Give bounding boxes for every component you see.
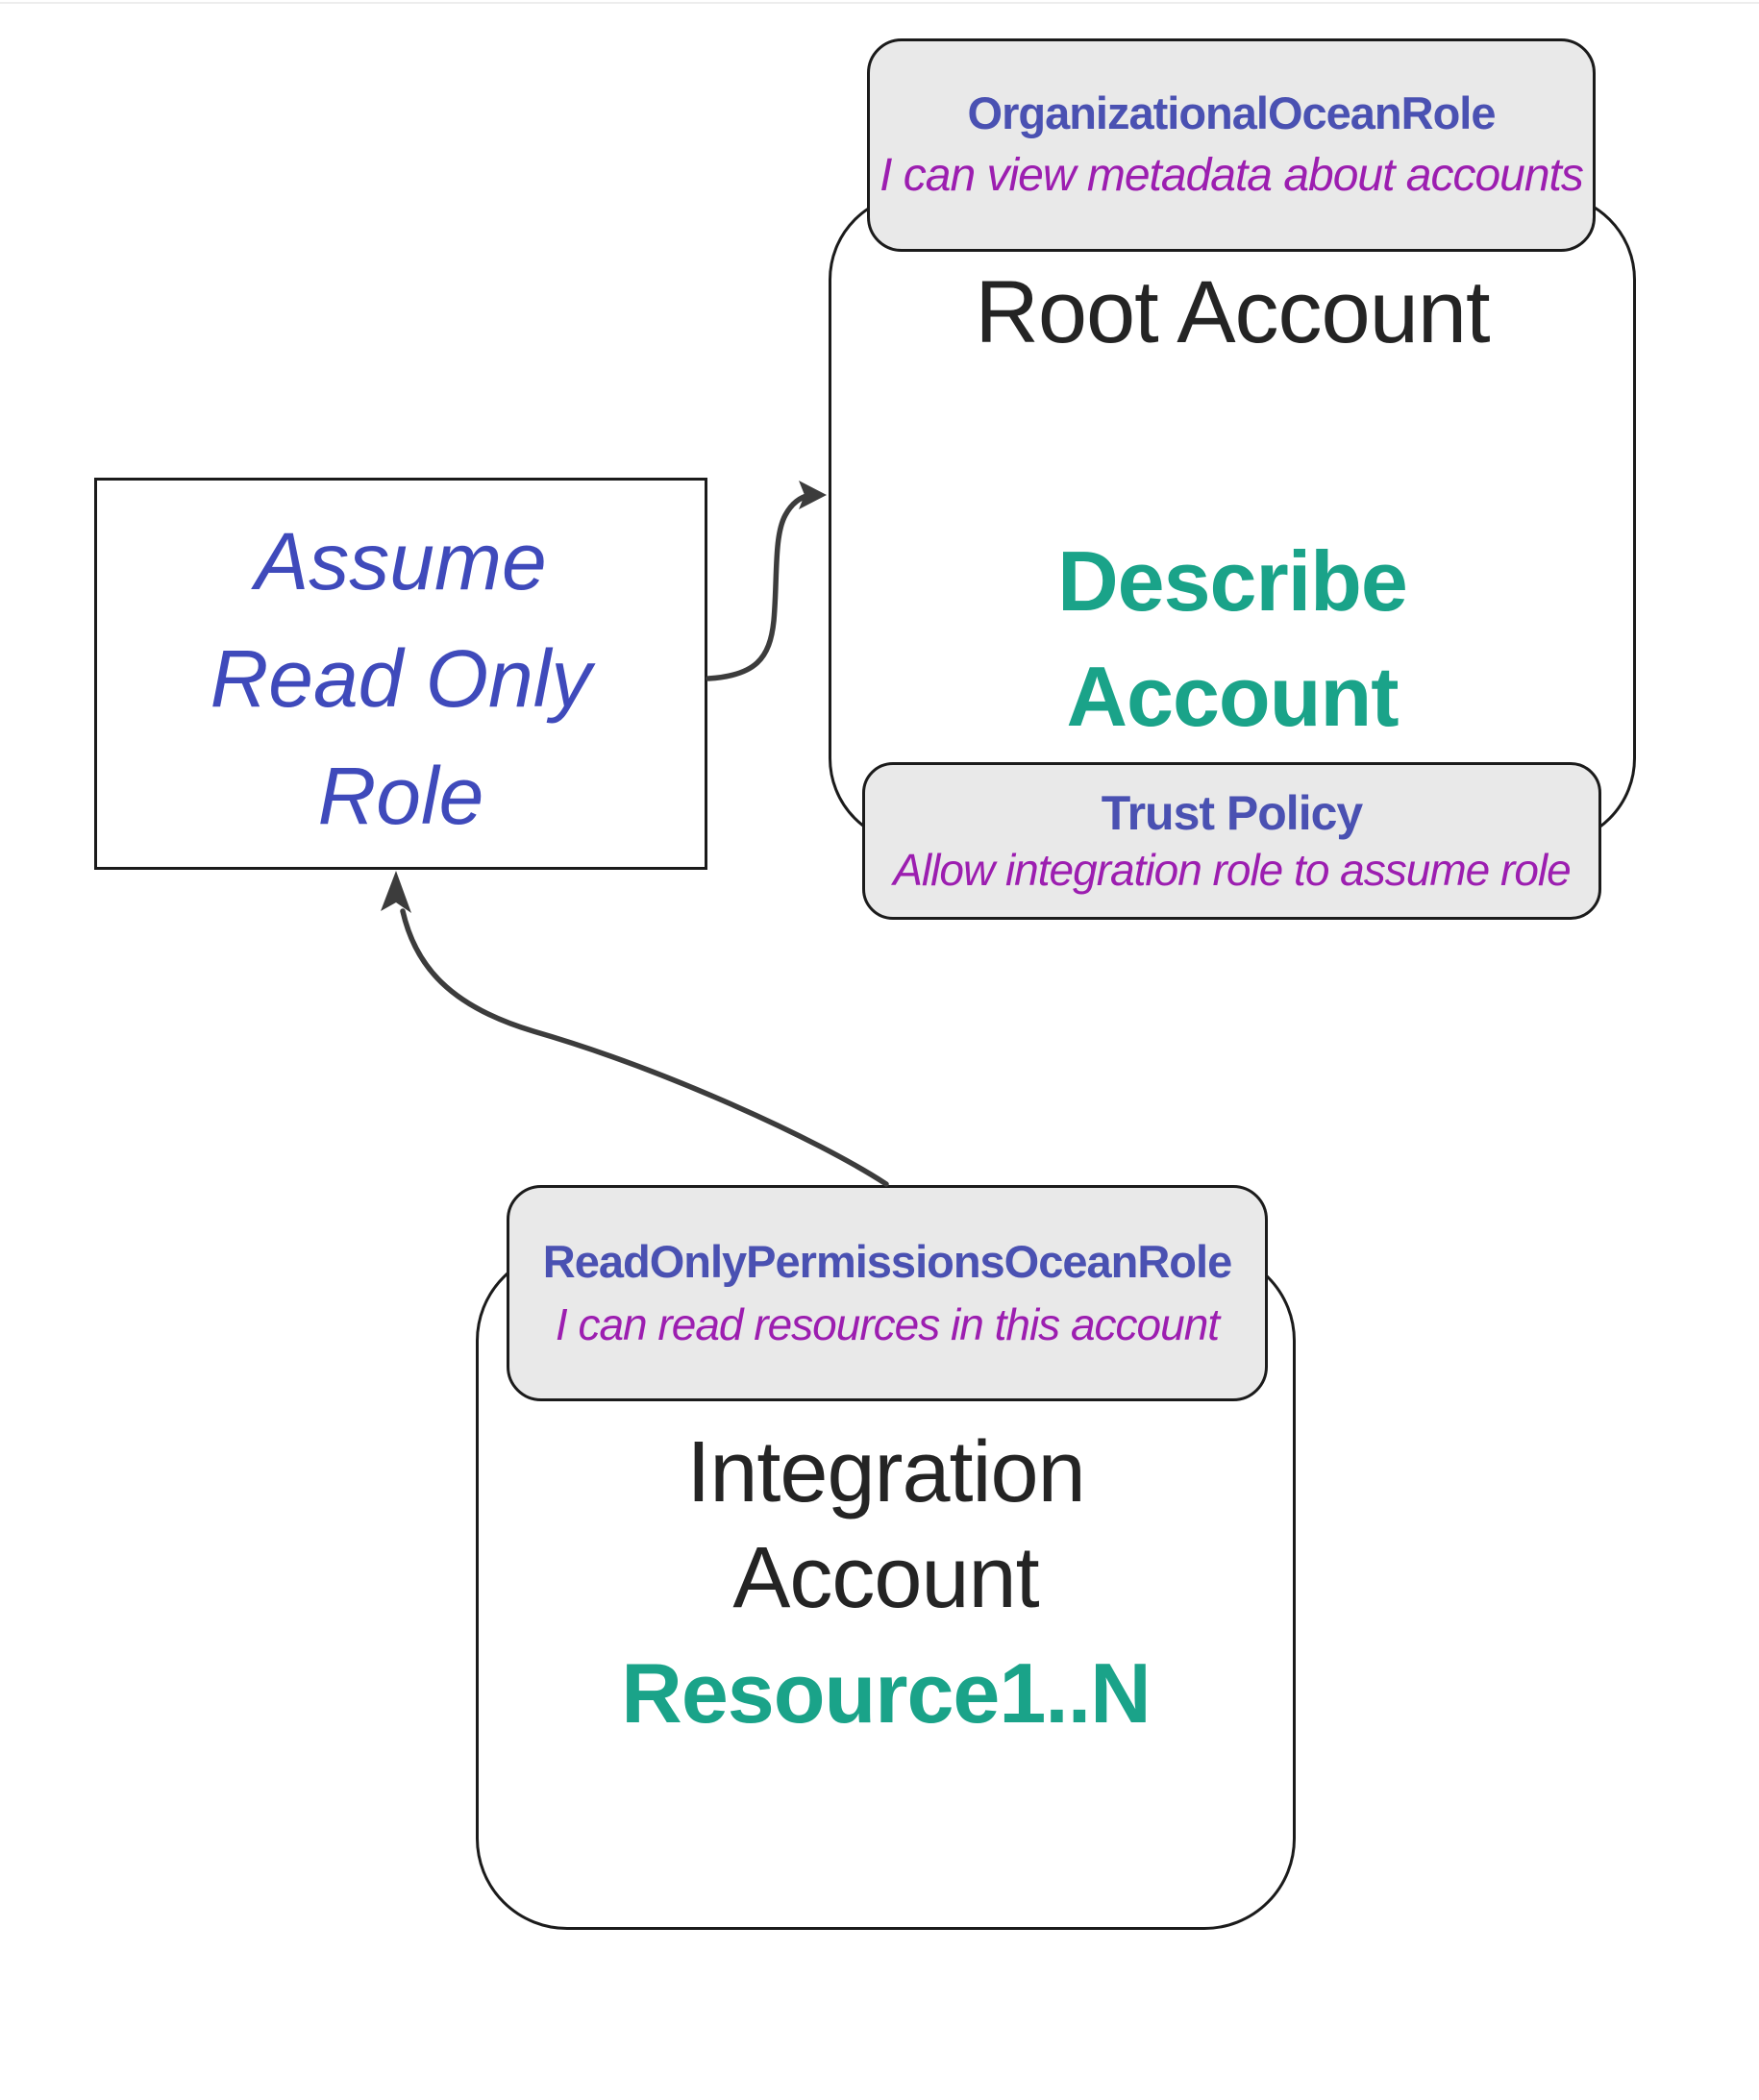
trust-policy-subtitle: Allow integration role to assume role bbox=[893, 845, 1571, 896]
describe-account-line2: Account bbox=[1066, 649, 1400, 744]
describe-account-line1: Describe bbox=[1057, 533, 1408, 629]
readonly-permissions-role-subtitle: I can read resources in this account bbox=[555, 1299, 1220, 1350]
organizational-ocean-role-badge: OrganizationalOceanRole I can view metad… bbox=[867, 38, 1596, 252]
trust-policy-title: Trust Policy bbox=[1101, 786, 1363, 841]
integration-account-title-line1: Integration bbox=[686, 1424, 1085, 1520]
assume-role-line3: Role bbox=[317, 751, 484, 841]
arrow-badge-to-assume-head bbox=[381, 871, 411, 913]
resources-label: Resource1..N bbox=[621, 1645, 1151, 1741]
root-account-box bbox=[829, 193, 1636, 845]
top-hairline bbox=[0, 2, 1759, 4]
integration-account-title-line2: Account bbox=[732, 1530, 1039, 1626]
trust-policy-badge: Trust Policy Allow integration role to a… bbox=[862, 762, 1601, 920]
organizational-ocean-role-subtitle: I can view metadata about accounts bbox=[880, 150, 1584, 202]
arrow-badge-to-assume bbox=[400, 908, 889, 1187]
assume-read-only-role-box: Assume Read Only Role bbox=[94, 478, 707, 870]
organizational-ocean-role-title: OrganizationalOceanRole bbox=[967, 86, 1497, 138]
assume-role-line2: Read Only bbox=[210, 633, 592, 724]
root-account-title: Root Account bbox=[975, 263, 1490, 361]
assume-role-line1: Assume bbox=[255, 516, 547, 606]
readonly-permissions-role-badge: ReadOnlyPermissionsOceanRole I can read … bbox=[507, 1185, 1268, 1401]
arrow-assume-to-root bbox=[706, 492, 813, 681]
arrow-assume-to-root-head bbox=[799, 481, 827, 509]
describe-account-label: Describe Account bbox=[829, 524, 1636, 754]
readonly-permissions-role-title: ReadOnlyPermissionsOceanRole bbox=[542, 1236, 1232, 1288]
integration-account-title: Integration Account bbox=[476, 1420, 1296, 1631]
